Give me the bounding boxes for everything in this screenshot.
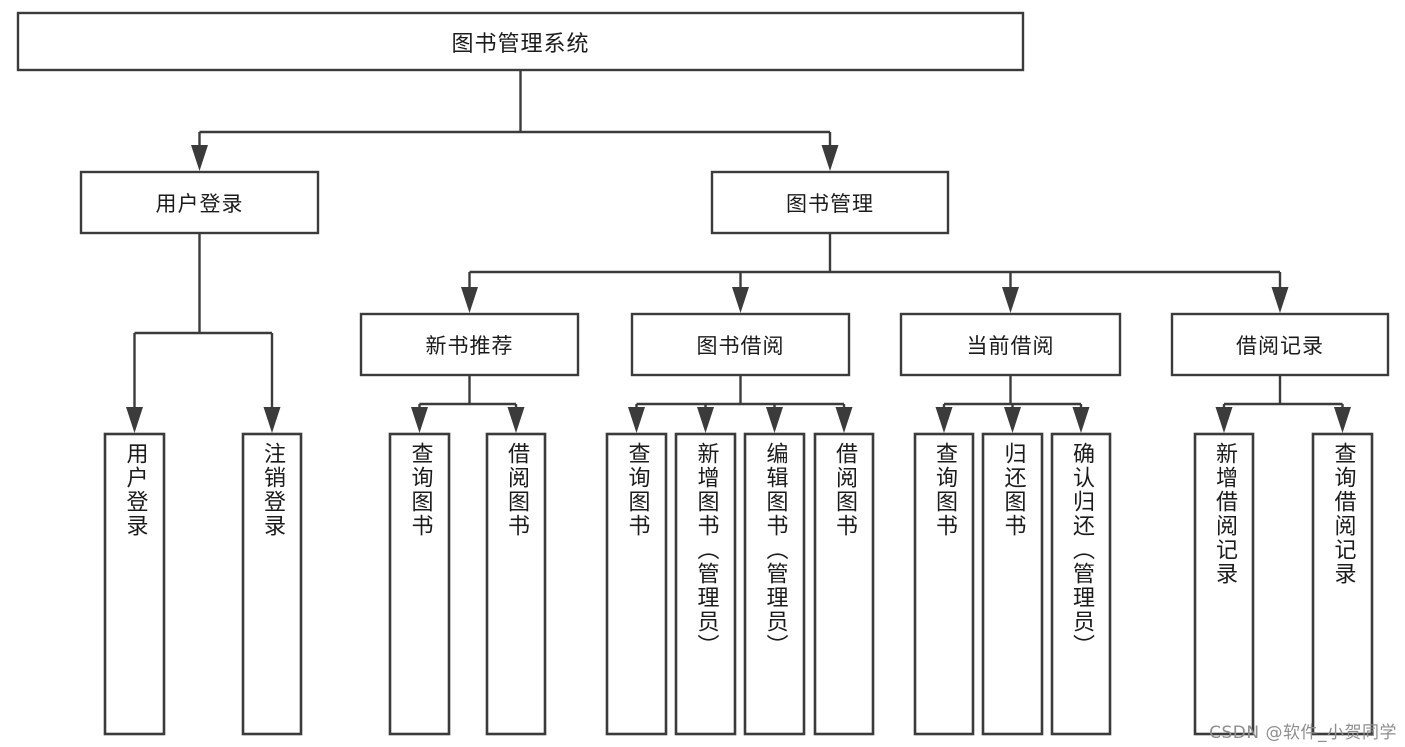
arrow-head-icon: [697, 407, 714, 433]
arrow-head-icon: [628, 407, 645, 433]
arrow-head-icon: [507, 407, 525, 433]
node-box-l3a[interactable]: [359, 312, 580, 377]
node-layer: [16, 11, 1390, 736]
csdn-watermark: CSDN @软件_小贺同学: [1209, 723, 1397, 743]
node-box-leaf12[interactable]: [1193, 432, 1255, 736]
node-box-leaf9[interactable]: [913, 432, 975, 736]
arrow-head-icon: [1004, 407, 1021, 433]
node-box-leaf1[interactable]: [103, 432, 166, 736]
node-box-leaf4[interactable]: [485, 432, 547, 736]
node-box-l2a[interactable]: [79, 170, 320, 235]
arrow-head-icon: [1072, 407, 1090, 433]
arrow-head-icon: [1334, 407, 1351, 433]
node-box-leaf5[interactable]: [605, 432, 668, 736]
arrow-head-icon: [732, 287, 749, 313]
node-box-l3d[interactable]: [1170, 312, 1390, 377]
node-box-leaf13[interactable]: [1311, 432, 1374, 736]
node-box-leaf10[interactable]: [981, 432, 1044, 736]
arrow-head-icon: [1215, 407, 1233, 433]
arrow-head-icon: [126, 407, 143, 433]
node-box-leaf3[interactable]: [388, 432, 451, 736]
node-box-l3c[interactable]: [899, 312, 1122, 377]
node-box-leaf7[interactable]: [743, 432, 806, 736]
node-box-leaf2[interactable]: [241, 432, 303, 736]
arrow-head-icon: [411, 407, 428, 433]
arrow-head-icon: [191, 145, 208, 171]
node-box-root[interactable]: [16, 11, 1025, 72]
arrow-head-icon: [821, 145, 839, 171]
arrow-head-icon: [1271, 287, 1289, 313]
node-box-l3b[interactable]: [630, 312, 851, 377]
arrow-head-icon: [835, 407, 853, 433]
node-box-leaf8[interactable]: [813, 432, 875, 736]
node-box-l2b[interactable]: [710, 170, 950, 235]
arrow-head-icon: [935, 407, 953, 433]
connector-layer: [126, 70, 1351, 433]
arrow-head-icon: [263, 407, 281, 433]
arrow-head-icon: [461, 287, 478, 313]
arrow-head-icon: [766, 407, 783, 433]
arrow-head-icon: [1002, 287, 1019, 313]
node-box-leaf11[interactable]: [1050, 432, 1112, 736]
node-box-leaf6[interactable]: [674, 432, 737, 736]
